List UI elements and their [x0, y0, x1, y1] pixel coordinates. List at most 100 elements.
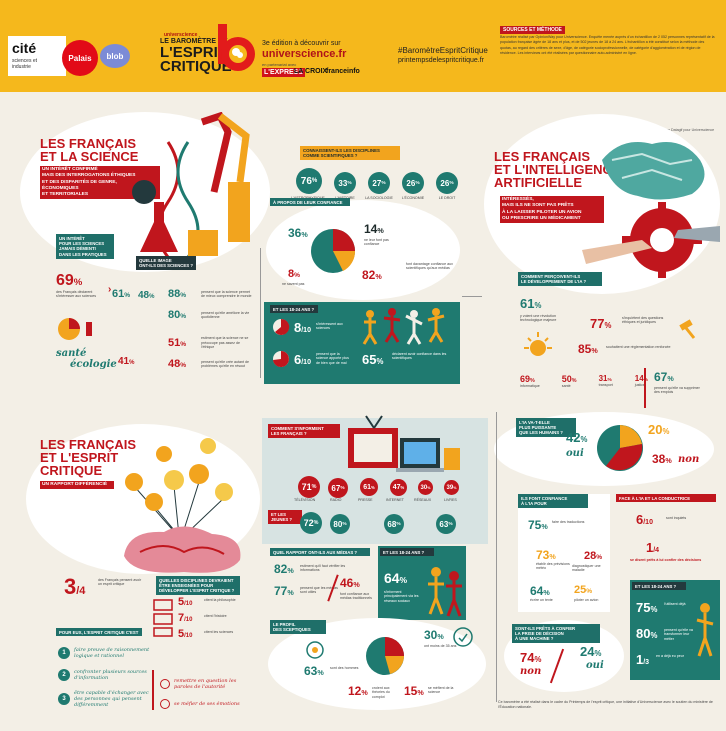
pour-label: POUR EUX, L'ESPRIT CRITIQUE C'EST — [56, 628, 142, 637]
interest-value: 69% — [56, 272, 83, 289]
aussi-item: remettre en question les paroles de l'au… — [160, 674, 240, 694]
ai-non-label: non — [678, 454, 700, 465]
trust-pie-chart — [311, 229, 356, 273]
tv-laptop-illustration — [348, 415, 460, 472]
profil-pie-chart — [366, 637, 404, 675]
domain-bubble: 76% — [296, 168, 322, 194]
ai-replace-label: L'IA VA-T-ELLE PLUS PUISSANTE QUE LES HU… — [516, 418, 576, 438]
sante-label: santé — [56, 348, 87, 359]
ai-dev-text: s'inquiètent des questions éthiques et j… — [622, 316, 664, 325]
image-stat-row: 88% pensent que la science permet de mie… — [168, 288, 252, 300]
profil-text: ont moins de 35 ans — [424, 644, 457, 648]
ai-confiance-text: écrire un texte — [530, 598, 553, 602]
ai-emploi-text: pensent qu'elle va supprimer des emplois — [654, 386, 700, 395]
profil-text: croient aux théories du complot — [372, 686, 390, 699]
books-icon — [153, 599, 173, 637]
info-bubble: 47% — [390, 479, 407, 496]
ai-youth-text: en a déjà eu peur — [656, 654, 684, 658]
info-label: COMMENT S'INFORMENT LES FRANÇAIS ? — [268, 424, 340, 438]
connector-line — [260, 248, 261, 378]
ai-pilote-non-value: 74% — [520, 650, 542, 665]
info-bubbles: 71% 67% 61% 47% 30% 39% — [298, 476, 488, 498]
image-stat-row: 48% pensent qu'elle crée autant de probl… — [168, 358, 250, 370]
trust-value: 14% — [364, 222, 384, 236]
jeunes-info-bubble: 80% — [330, 514, 350, 534]
trust-text: ne leur font pas confiance — [364, 238, 389, 247]
ai-emploi-value: 67% — [654, 370, 674, 384]
youth-text: déclarent avoir confiance dans les scien… — [392, 352, 447, 361]
ai-face-value: 6/10 — [636, 512, 653, 527]
profil-value: 63% — [304, 664, 324, 678]
ai-face-label: FACE À L'IA ET LA CONDUCTRICE — [616, 494, 716, 503]
ai-pilote-oui-label: oui — [586, 660, 604, 671]
head-icon — [306, 641, 324, 659]
ai-youth-text: pensent qu'elle va transformer leur méti… — [664, 628, 693, 641]
cite-logo[interactable] — [8, 36, 66, 76]
ai-oui-label: oui — [566, 448, 584, 459]
ai-dev-text: souhaitent une réglementation renforcée — [606, 345, 671, 349]
sources-title: SOURCES ET MÉTHODE — [500, 26, 565, 34]
partner-lexpress[interactable]: L'EXPRESS — [262, 68, 306, 77]
domain-label: LE DROIT — [438, 196, 456, 200]
partner-lacroix[interactable]: LA CROIX — [294, 68, 328, 75]
profil-value: 15% — [404, 684, 424, 698]
critique-3-4-text: des Français pensent avoir un esprit cri… — [98, 578, 142, 587]
blob-logo[interactable]: blob — [100, 44, 130, 68]
arrow-icon: › — [108, 284, 112, 295]
ai-brain-gear-illustration — [582, 142, 720, 278]
edition-text: 3e édition à découvrir sur — [262, 40, 341, 47]
palais-logo[interactable]: Palais — [62, 40, 98, 76]
printemps-link[interactable]: printempsdelespritcritique.fr — [398, 57, 484, 64]
cite-logo-sub: sciences et industrie — [12, 58, 38, 70]
discipline-text: citent les sciences — [204, 630, 234, 634]
pie-icon — [58, 318, 92, 340]
universcience-link[interactable]: universcience.fr — [262, 48, 347, 60]
partners-label: en partenariat avec — [262, 62, 297, 67]
image-stat-row: 80% pensent qu'elle améliore la vie quot… — [168, 309, 250, 321]
ai-confiance-value: 25% — [574, 584, 593, 596]
ai-dev-value: 61% — [520, 296, 542, 311]
men-value: 61% — [112, 288, 131, 300]
ai-confiance-text: faire des traductions — [552, 520, 585, 524]
person-illustration — [696, 603, 714, 657]
info-source-label: INTERNET — [386, 498, 404, 502]
jeunes-info-bubble: 72% — [300, 512, 322, 534]
ai-non-value: 38% — [652, 452, 672, 466]
trust-value: 82% — [362, 268, 382, 282]
jeunes-info-bubble: 68% — [384, 514, 404, 534]
profil-value: 30% — [424, 628, 444, 642]
image-label: QUELLE IMAGE ONT-ILS DES SCIENCES ? — [136, 256, 196, 270]
partner-franceinfo[interactable]: franceinfo — [326, 68, 360, 75]
youth-value: 6/10 — [294, 352, 311, 367]
jumping-people-illustration — [362, 308, 445, 345]
youth-science-panel — [264, 302, 460, 384]
trust-text: ne savent pas — [282, 282, 305, 286]
hashtag[interactable]: #BaromètreEspritCritique — [398, 46, 488, 55]
info-source-label: TÉLÉVISION — [294, 498, 316, 502]
aussi-list: remettre en question les paroles de l'au… — [160, 674, 240, 714]
ai-bar-group: 69% informatique 50% santé 31% transport… — [520, 374, 648, 388]
ai-bars: 69% informatique 50% santé 31% transport… — [520, 364, 706, 410]
youth-text: s'intéressent aux sciences — [316, 322, 343, 331]
pour-item: 3 être capable d'échanger avec des perso… — [58, 686, 152, 712]
youth-text: pensent que la science apporte plus de b… — [316, 352, 349, 365]
ai-confiance-text: piloter un avion — [574, 598, 599, 602]
info-bubble: 39% — [444, 480, 459, 495]
ai-na-value: 20% — [648, 422, 670, 437]
domains-section: CONNAISSENT-ILS LES DISCIPLINES COMME SC… — [270, 146, 500, 206]
lab-illustration — [132, 112, 250, 258]
young-media-text: s'informent principalement via les résea… — [384, 590, 419, 603]
young-media-value: 64% — [384, 570, 408, 586]
domain-label: L'ÉCONOMIE — [401, 196, 425, 200]
ai-pilote-label: SONT-ILS PRÊTS À CONFIER LA PRISE DE DÉC… — [512, 624, 600, 644]
domain-bubble: 26% — [402, 172, 424, 194]
ai-subtitle: INTÉRESSÉS, MAIS ILS NE SONT PAS PRÊTS À… — [500, 196, 604, 224]
ai-youth-text: l'utilisent déjà — [664, 602, 686, 606]
rapport-text: font confiance aux médias traditionnels — [340, 592, 372, 601]
ai-dev-text: y voient une révolution technologique ma… — [520, 314, 557, 323]
youth-value: 8/10 — [294, 320, 311, 335]
info-bubble: 67% — [328, 478, 348, 498]
domains-label: CONNAISSENT-ILS LES DISCIPLINES COMME SC… — [300, 146, 400, 160]
ai-replace-pie-chart — [597, 425, 643, 471]
gavel-icon — [679, 319, 696, 339]
